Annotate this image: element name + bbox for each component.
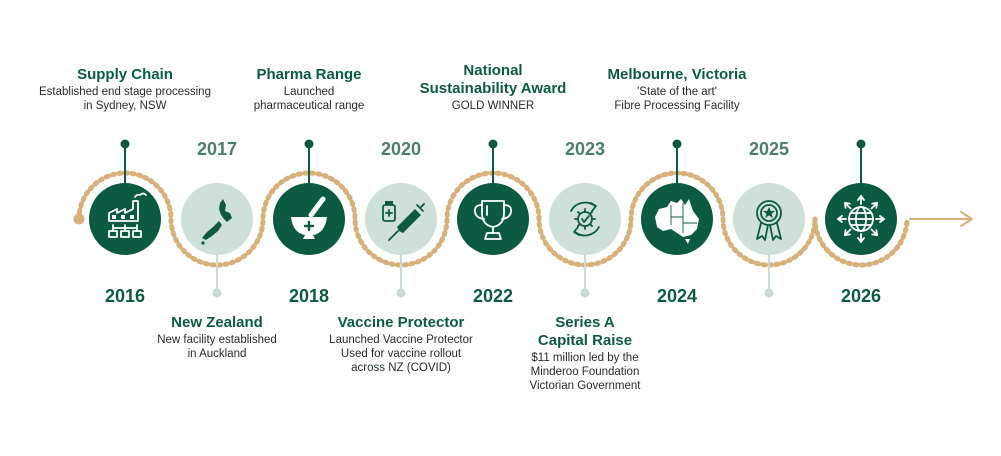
milestone-title: Sustainability Award <box>420 80 567 97</box>
milestone-title: Melbourne, Victoria <box>608 66 748 83</box>
timeline-wave <box>73 170 973 268</box>
milestone-description: across NZ (COVID) <box>351 362 451 374</box>
milestone-description: GOLD WINNER <box>452 100 534 112</box>
milestone-title: Series A <box>555 314 615 331</box>
stem-dot <box>396 288 406 298</box>
milestone-node <box>89 183 161 255</box>
milestone-description: 'State of the art' <box>637 86 717 98</box>
milestone-description: in Sydney, NSW <box>84 100 167 112</box>
mortar-pestle-icon <box>291 196 327 239</box>
milestone-title: National <box>463 62 522 79</box>
milestone-node <box>641 183 713 255</box>
timeline-stems <box>120 139 866 298</box>
milestone-description: Established end stage processing <box>39 86 211 98</box>
milestone-description: New facility established <box>157 334 277 346</box>
stem-dot <box>672 139 682 149</box>
milestone-description: in Auckland <box>188 348 247 360</box>
factory-icon <box>108 192 147 238</box>
milestone-node <box>733 183 805 255</box>
milestone-description: Fibre Processing Facility <box>614 100 740 112</box>
stem-dot <box>212 288 222 298</box>
milestone-year: 2026 <box>841 286 881 306</box>
new-zealand-map-icon <box>201 199 232 245</box>
milestone-description: $11 million led by the <box>531 352 638 364</box>
australia-map-icon <box>655 199 699 244</box>
timeline-dotted-path <box>76 170 818 268</box>
milestone-year: 2025 <box>749 139 789 159</box>
timeline-arrow-head <box>960 211 973 227</box>
timeline-nodes <box>89 183 897 255</box>
milestone-node <box>181 183 253 255</box>
milestone-title: New Zealand <box>171 314 263 331</box>
milestone-circle <box>549 183 621 255</box>
globe-icon <box>837 195 885 243</box>
milestone-year: 2024 <box>657 286 697 306</box>
milestone-node <box>273 183 345 255</box>
milestone-node <box>365 183 437 255</box>
milestone-title: Vaccine Protector <box>338 314 465 331</box>
stem-dot <box>580 288 590 298</box>
milestone-description: Victorian Government <box>529 380 641 392</box>
trophy-icon <box>473 200 513 240</box>
stem-dot <box>764 288 774 298</box>
milestone-description: Minderoo Foundation <box>531 366 640 378</box>
stem-dot <box>304 139 314 149</box>
milestone-year: 2020 <box>381 139 421 159</box>
milestone-node <box>549 183 621 255</box>
milestone-title: Pharma Range <box>256 66 361 83</box>
milestone-year: 2022 <box>473 286 513 306</box>
award-ribbon-icon <box>756 200 782 241</box>
milestone-year: 2018 <box>289 286 329 306</box>
stem-dot <box>488 139 498 149</box>
milestone-year: 2023 <box>565 139 605 159</box>
stem-dot <box>120 139 130 149</box>
stem-dot <box>856 139 866 149</box>
milestone-year: 2017 <box>197 139 237 159</box>
milestone-node <box>457 183 529 255</box>
milestone-circle <box>365 183 437 255</box>
vaccine-icon <box>382 201 425 241</box>
milestone-circle <box>181 183 253 255</box>
milestone-circle <box>733 183 805 255</box>
timeline-dotted-path-end <box>812 216 910 268</box>
milestone-description: Launched <box>284 86 335 98</box>
milestone-description: Launched Vaccine Protector <box>329 334 473 346</box>
milestone-description: Used for vaccine rollout <box>341 348 462 360</box>
milestone-year: 2016 <box>105 286 145 306</box>
milestone-circle <box>457 183 529 255</box>
recycle-gear-icon <box>570 201 600 237</box>
milestone-node <box>825 183 897 255</box>
milestone-description: pharmaceutical range <box>254 100 365 112</box>
milestone-title: Capital Raise <box>538 332 632 349</box>
milestone-title: Supply Chain <box>77 66 173 83</box>
timeline-start-dot <box>73 213 85 225</box>
